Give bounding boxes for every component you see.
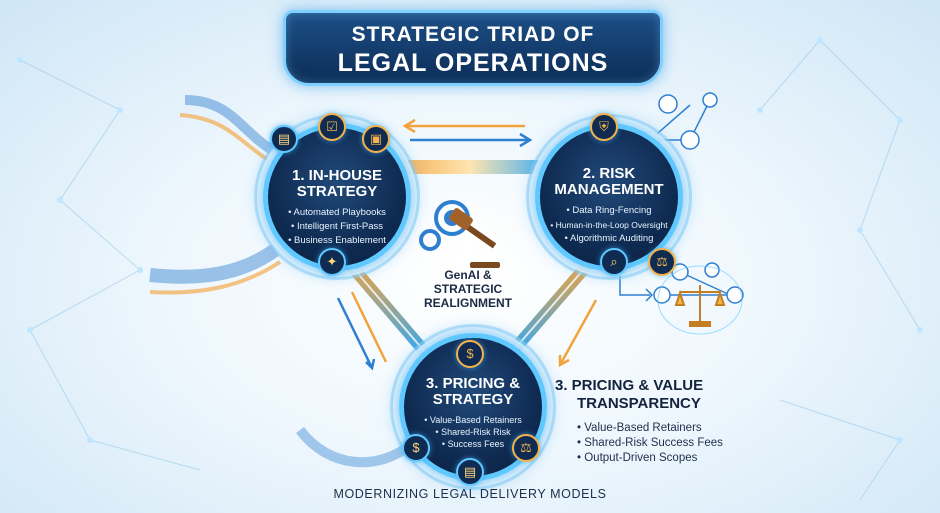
title-line-2: LEGAL OPERATIONS <box>337 49 609 77</box>
footer-tagline: MODERNIZING LEGAL DELIVERY MODELS <box>333 487 607 501</box>
title-line-1: STRATEGIC TRIAD OF <box>351 23 595 46</box>
side-title-1: 3. PRICING & VALUE <box>555 377 704 394</box>
data-stream-left <box>149 95 414 468</box>
list-item: Algorithmic Auditing <box>540 232 678 246</box>
list-item: Output-Driven Scopes <box>577 451 755 466</box>
dollar-icon: $ <box>402 434 430 462</box>
list-item: Human-in-the-Loop Oversight <box>540 218 678 232</box>
list-item: Data Ring-Fencing <box>540 204 678 218</box>
title-banner: STRATEGIC TRIAD OF LEGAL OPERATIONS <box>283 10 663 86</box>
audit-icon: ⌕ <box>600 248 628 276</box>
scales-icon-small: ⚖ <box>512 434 540 462</box>
triad-connectors <box>343 160 595 356</box>
node-risk-list: Data Ring-Fencing Human-in-the-Loop Over… <box>540 204 678 246</box>
people-network-right <box>619 262 744 304</box>
node-risk-management: 2. RISK MANAGEMENT Data Ring-Fencing Hum… <box>535 123 683 271</box>
money-hand-icon: $ <box>456 340 484 368</box>
side-list: Value-Based Retainers Shared-Risk Succes… <box>577 421 755 466</box>
node-risk-title-1: 2. RISK <box>582 165 636 182</box>
document-icon: ▤ <box>270 125 298 153</box>
list-item: Value-Based Retainers <box>577 421 755 436</box>
node-risk-title-2: MANAGEMENT <box>554 180 664 198</box>
node-pricing-title-2: STRATEGY <box>432 390 514 408</box>
list-item: Value-Based Retainers <box>404 414 542 426</box>
briefcase-icon: ▣ <box>362 125 390 153</box>
hub-line-3: REALIGNMENT <box>424 296 512 310</box>
list-item: Success Fees <box>404 438 542 450</box>
node-pricing-title-1: 3. PRICING & <box>425 375 521 392</box>
shield-lock-icon: ⛨ <box>590 113 618 141</box>
scales-glow-ring <box>657 265 743 335</box>
gavel-icon <box>449 208 500 268</box>
scales-small-icon: ⚖ <box>648 248 676 276</box>
network-nodes <box>17 37 923 443</box>
network-icon: ✦ <box>318 248 346 276</box>
checklist-icon: ☑ <box>318 113 346 141</box>
network-lines <box>19 39 921 501</box>
hub-label: GenAI & STRATEGIC REALIGNMENT <box>408 268 528 310</box>
list-item: Automated Playbooks <box>268 206 406 220</box>
hub-line-1: GenAI & <box>444 268 492 282</box>
side-panel-pricing: 3. PRICING & VALUE TRANSPARENCY Value-Ba… <box>555 377 755 466</box>
node-inhouse-title-2: STRATEGY <box>296 182 378 200</box>
scales-icon <box>674 285 726 327</box>
node-pricing-list: Value-Based Retainers Shared-Risk Risk S… <box>404 414 542 450</box>
flow-arrows <box>336 118 598 371</box>
list-item: Intelligent First-Pass <box>268 220 406 234</box>
hub-line-2: STRATEGIC <box>433 282 503 296</box>
list-item: Business Enablement <box>268 234 406 248</box>
side-title-2: TRANSPARENCY <box>577 395 701 412</box>
node-inhouse-list: Automated Playbooks Intelligent First-Pa… <box>268 206 406 248</box>
node-inhouse-title-1: 1. IN-HOUSE <box>291 167 382 184</box>
contract-icon: ▤ <box>456 458 484 486</box>
list-item: Shared-Risk Risk <box>404 426 542 438</box>
list-item: Shared-Risk Success Fees <box>577 436 755 451</box>
